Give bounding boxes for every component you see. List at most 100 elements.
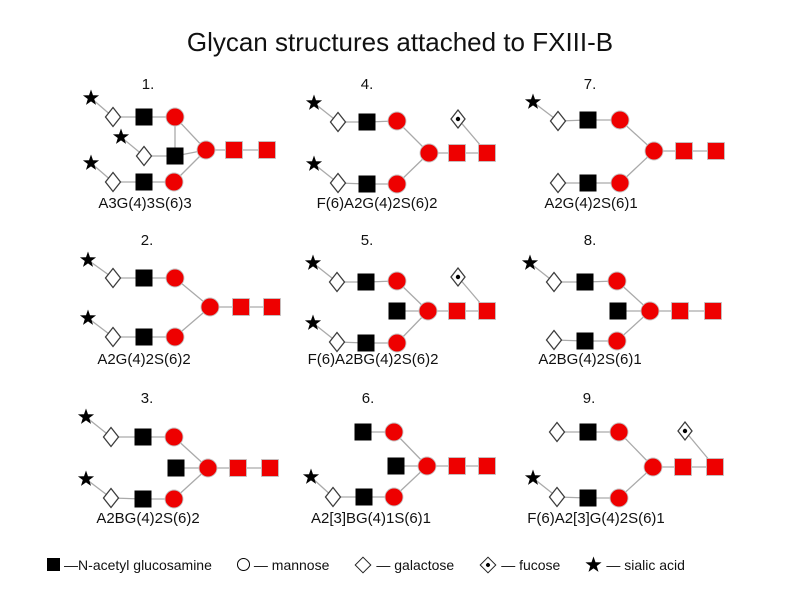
structure-name-label: A2BG(4)2S(6)2: [96, 510, 199, 527]
structure-name-label: A2G(4)2S(6)1: [544, 195, 637, 212]
structure-name-label: A3G(4)3S(6)3: [98, 195, 191, 212]
sialic-acid-star-icon: [79, 251, 97, 267]
mannose-circle-icon: [610, 110, 630, 130]
mannose-circle-icon: [609, 422, 629, 442]
sialic-acid-star-icon: [112, 128, 130, 144]
glcnac-square-icon: [357, 273, 375, 291]
structure-number: 5.: [361, 232, 374, 249]
legend-label: —N-acetyl glucosamine: [64, 556, 212, 573]
glcnac-square-icon: [579, 489, 597, 507]
glcnac-square-icon: [354, 423, 372, 441]
sialic-acid-star-icon: [77, 408, 95, 424]
glcnac-square-icon: [166, 147, 184, 165]
core-red-square-icon: [261, 459, 279, 477]
structure-name-label: A2[3]BG(4)1S(6)1: [311, 510, 431, 527]
legend-label: — mannose: [253, 556, 330, 573]
fucose-dot: [682, 428, 688, 434]
glcnac-square-icon: [579, 111, 597, 129]
legend-label: — sialic acid: [606, 556, 685, 573]
glcnac-square-icon: [357, 334, 375, 352]
fucose-dot: [455, 116, 461, 122]
mannose-circle-icon: [164, 427, 184, 447]
mannose-circle-icon: [198, 458, 218, 478]
mannose-circle-icon: [384, 487, 404, 507]
glcnac-square-icon: [579, 423, 597, 441]
glcnac-square-icon: [47, 558, 61, 571]
mannose-circle-icon: [387, 333, 407, 353]
mannose-circle-icon: [643, 457, 663, 477]
structure-number: 4.: [361, 76, 374, 93]
core-red-square-icon: [448, 302, 466, 320]
structure-name-label: F(6)A2G(4)2S(6)2: [317, 195, 438, 212]
glycan-structure-8: 8.A2BG(4)2S(6)1: [521, 232, 722, 368]
sialic-acid-star-icon: [82, 154, 100, 170]
galactose-diamond-icon: [329, 111, 347, 133]
glcnac-square-icon: [135, 269, 153, 287]
legend-item-mannose: — mannose: [236, 556, 330, 573]
galactose-diamond-icon: [328, 271, 346, 293]
mannose-circle-icon: [164, 489, 184, 509]
mannose-circle-icon: [419, 143, 439, 163]
sialic-acid-star-icon: [82, 89, 100, 105]
core-red-square-icon: [478, 144, 496, 162]
core-red-square-icon: [706, 458, 724, 476]
core-red-square-icon: [478, 302, 496, 320]
galactose-diamond-icon: [324, 486, 342, 508]
mannose-circle-icon: [165, 327, 185, 347]
mannose-circle-icon: [607, 271, 627, 291]
glcnac-square-icon: [388, 302, 406, 320]
structure-number: 3.: [141, 390, 154, 407]
structure-number: 7.: [584, 76, 597, 93]
glycan-structure-5: 5.F(6)A2BG(4)2S(6)2: [304, 232, 496, 368]
structure-number: 6.: [362, 390, 375, 407]
core-red-square-icon: [674, 458, 692, 476]
glcnac-square-icon: [135, 173, 153, 191]
glcnac-square-icon: [358, 175, 376, 193]
mannose-circle-icon: [417, 456, 437, 476]
galactose-diamond-icon: [104, 106, 122, 128]
galactose-diamond-icon: [104, 267, 122, 289]
structure-number: 8.: [584, 232, 597, 249]
legend-item-galactose: — galactose: [354, 556, 454, 573]
sialic-acid-star-icon: [524, 469, 542, 485]
glcnac-square-icon: [134, 428, 152, 446]
sialic-acid-star-icon: [585, 556, 602, 573]
fucose-diamond-icon: [479, 556, 497, 573]
glycan-structure-4: 4. F(6)A2G(4)2S(6)2: [305, 76, 496, 212]
sialic-acid-star-icon: [524, 93, 542, 109]
mannose-circle-icon: [200, 297, 220, 317]
glcnac-square-icon: [576, 332, 594, 350]
galactose-diamond-icon: [102, 426, 120, 448]
structure-number: 2.: [141, 232, 154, 249]
mannose-circle-icon: [387, 111, 407, 131]
core-red-square-icon: [258, 141, 276, 159]
structure-number: 1.: [142, 76, 155, 93]
fucose-dot: [455, 274, 461, 280]
glcnac-square-icon: [355, 488, 373, 506]
glycan-structure-6: 6. A2[3]BG(4)1S(6)1: [302, 390, 496, 527]
mannose-circle-icon: [164, 172, 184, 192]
mannose-circle-icon: [610, 173, 630, 193]
galactose-diamond-icon: [104, 171, 122, 193]
galactose-diamond-icon: [549, 172, 567, 194]
mannose-circle-icon: [196, 140, 216, 160]
glcnac-square-icon: [387, 457, 405, 475]
mannose-circle-icon: [165, 268, 185, 288]
mannose-circle-icon: [387, 271, 407, 291]
core-red-square-icon: [232, 298, 250, 316]
sialic-acid-star-icon: [305, 94, 323, 110]
legend-label: — fucose: [501, 556, 561, 573]
galactose-diamond-icon: [354, 556, 372, 573]
galactose-diamond-icon: [135, 145, 153, 167]
core-red-square-icon: [225, 141, 243, 159]
core-red-square-icon: [707, 142, 725, 160]
sialic-acid-star-icon: [79, 309, 97, 325]
structure-name-label: A2G(4)2S(6)2: [97, 351, 190, 368]
core-red-square-icon: [671, 302, 689, 320]
core-red-square-icon: [478, 457, 496, 475]
galactose-diamond-icon: [549, 110, 567, 132]
mannose-circle-icon: [165, 107, 185, 127]
sialic-acid-star-icon: [305, 155, 323, 171]
glycan-structure-3: 3. A2BG(4)2S(6)2: [77, 390, 279, 527]
